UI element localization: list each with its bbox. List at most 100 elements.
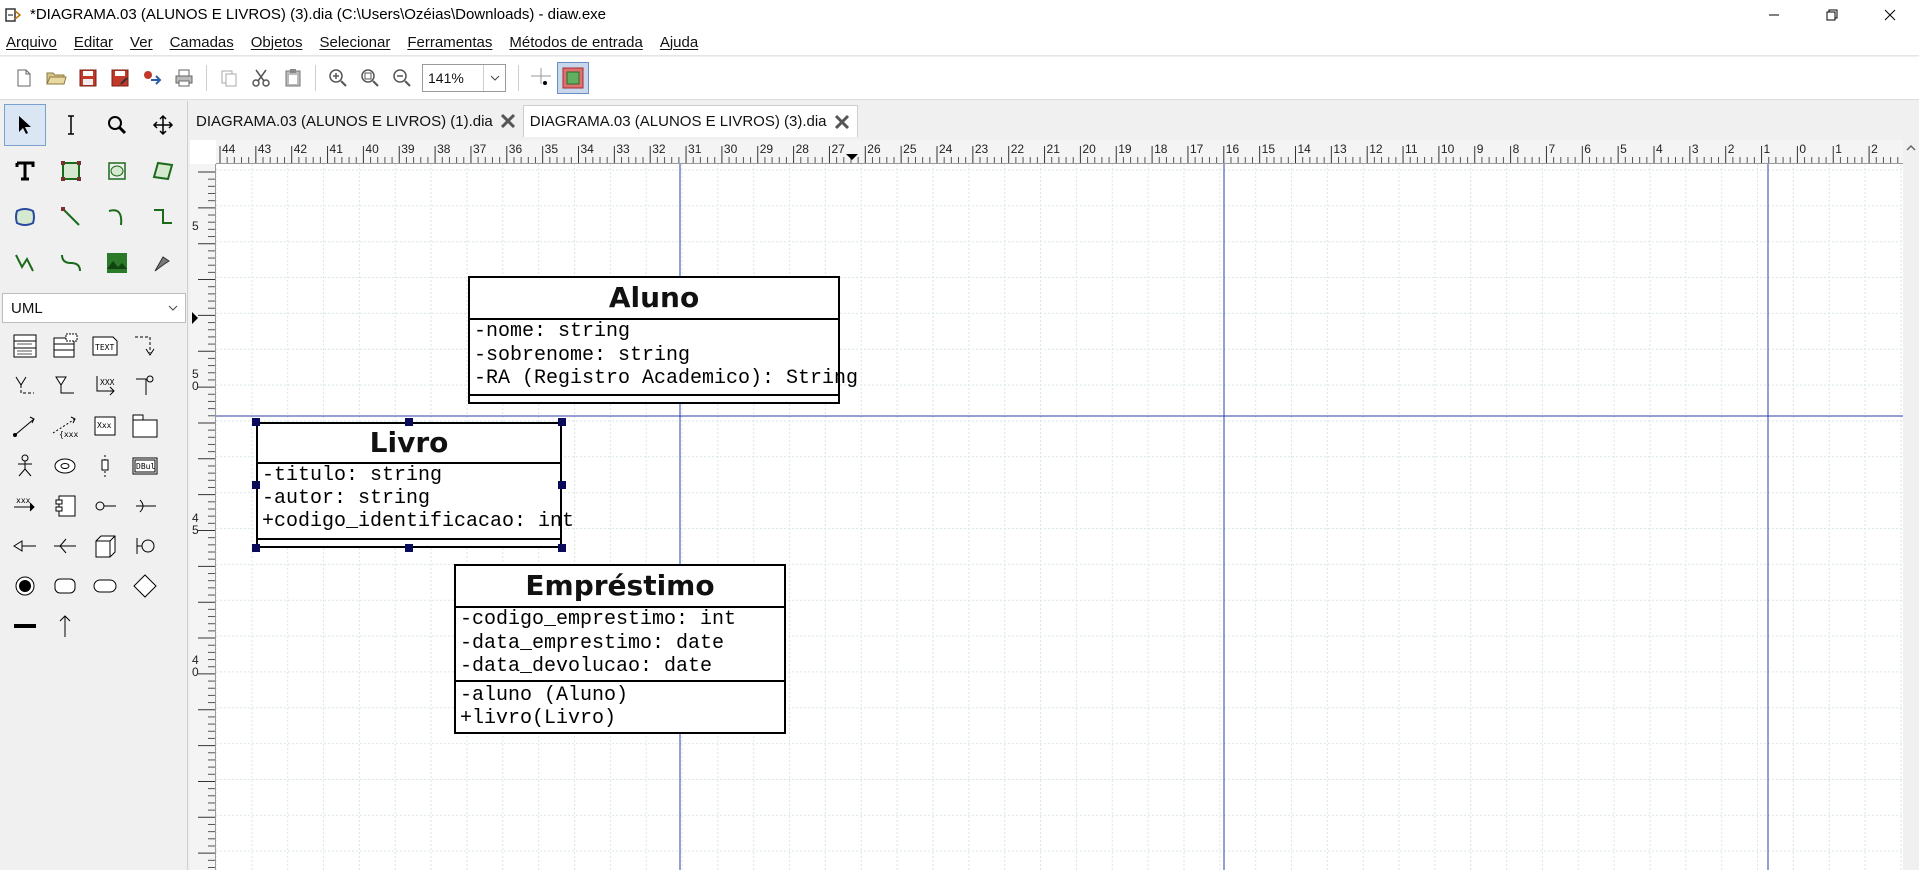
selection-handle[interactable]: [558, 544, 566, 552]
uml-constraint-shape[interactable]: [6, 407, 44, 445]
selection-handle[interactable]: [405, 544, 413, 552]
print-button[interactable]: [168, 62, 200, 94]
menu-selecionar[interactable]: Selecionar: [319, 33, 391, 51]
selection-handle[interactable]: [252, 418, 260, 426]
zoom-dropdown[interactable]: [483, 65, 505, 91]
scroll-tool[interactable]: [142, 104, 184, 146]
uml-fork-shape[interactable]: [6, 607, 44, 645]
copy-button[interactable]: [213, 62, 245, 94]
uml-class-livro[interactable]: Livro -titulo: string -autor: string +co…: [256, 422, 574, 548]
uml-association-shape[interactable]: XXX: [86, 367, 124, 405]
magnify-tool[interactable]: [96, 104, 138, 146]
zoom-combo[interactable]: 141%: [422, 64, 506, 92]
new-button[interactable]: [8, 62, 40, 94]
tab-diagrama-3[interactable]: DIAGRAMA.03 (ALUNOS E LIVROS) (3).dia: [522, 105, 858, 137]
zoom-in-button[interactable]: [322, 62, 354, 94]
selection-handle[interactable]: [252, 544, 260, 552]
restore-button[interactable]: [1803, 0, 1861, 29]
tab-diagrama-1[interactable]: DIAGRAMA.03 (ALUNOS E LIVROS) (1).dia: [190, 105, 523, 137]
uml-lifeline-shape[interactable]: [86, 447, 124, 485]
uml-required-interface-shape[interactable]: [126, 487, 164, 525]
uml-realizes-shape[interactable]: [6, 367, 44, 405]
sheet-dropdown[interactable]: [161, 305, 185, 311]
menu-objetos[interactable]: Objetos: [250, 33, 303, 51]
ruler-label: 20: [1082, 142, 1096, 156]
polygon-tool[interactable]: [142, 150, 184, 192]
arc-tool[interactable]: [96, 196, 138, 238]
close-button[interactable]: [1861, 0, 1919, 29]
selection-handle[interactable]: [558, 418, 566, 426]
outline-tool[interactable]: [142, 242, 184, 284]
toolbar-separator: [518, 65, 519, 91]
uml-message-shape[interactable]: xxx: [6, 487, 44, 525]
minimize-button[interactable]: [1745, 0, 1803, 29]
uml-actor-shape[interactable]: [6, 447, 44, 485]
text-tool[interactable]: [4, 150, 46, 192]
zigzag-line-icon: [154, 209, 172, 224]
menu-ferramentas[interactable]: Ferramentas: [407, 33, 493, 51]
modify-tool[interactable]: [4, 104, 46, 146]
selection-handle[interactable]: [252, 481, 260, 489]
uml-activity-shape[interactable]: [86, 567, 124, 605]
uml-generalization-shape[interactable]: [46, 367, 84, 405]
image-tool[interactable]: [96, 242, 138, 284]
zigzag-tool[interactable]: [142, 196, 184, 238]
uml-class-shape[interactable]: [6, 327, 44, 365]
uml-class-aluno[interactable]: Aluno -nome: string -sobrenome: string -…: [468, 276, 858, 404]
uml-message-object-shape[interactable]: DBul: [126, 447, 164, 485]
line-tool[interactable]: [50, 196, 92, 238]
zoom-value[interactable]: 141%: [428, 70, 464, 86]
diagram-canvas[interactable]: Aluno -nome: string -sobrenome: string -…: [216, 164, 1903, 870]
uml-usecase-shape[interactable]: [46, 447, 84, 485]
polyline-tool[interactable]: [4, 242, 46, 284]
tab-close-button[interactable]: [833, 113, 851, 131]
save-as-button[interactable]: [104, 62, 136, 94]
menu-camadas[interactable]: Camadas: [169, 33, 234, 51]
uml-state-shape[interactable]: [46, 567, 84, 605]
sheet-selector[interactable]: UML: [2, 293, 186, 323]
zoom-out-button[interactable]: [386, 62, 418, 94]
uml-port-shape[interactable]: [46, 527, 84, 565]
selection-handle[interactable]: [558, 481, 566, 489]
open-button[interactable]: [40, 62, 72, 94]
selection-handle[interactable]: [405, 418, 413, 426]
ellipse-tool[interactable]: [96, 150, 138, 192]
uml-note-shape[interactable]: TEXT: [86, 327, 124, 365]
uml-class-emprestimo[interactable]: Empréstimo -codigo_emprestimo: int -data…: [454, 564, 786, 734]
uml-component-shape[interactable]: [46, 487, 84, 525]
tab-close-button[interactable]: [499, 112, 517, 130]
uml-small-package-shape[interactable]: {xxx}: [46, 407, 84, 445]
uml-interface-shape[interactable]: [86, 487, 124, 525]
uml-large-package-shape[interactable]: [126, 407, 164, 445]
menu-arquivo[interactable]: Arquivo: [6, 33, 57, 51]
uml-object-shape[interactable]: Xxx: [86, 407, 124, 445]
uml-node-shape[interactable]: [86, 527, 124, 565]
uml-implements-shape[interactable]: [126, 367, 164, 405]
beziergon-tool[interactable]: [4, 196, 46, 238]
bezierline-tool[interactable]: [50, 242, 92, 284]
uml-classicon-shape[interactable]: [126, 527, 164, 565]
export-button[interactable]: [136, 62, 168, 94]
text-edit-tool[interactable]: [50, 104, 92, 146]
zoom-fit-button[interactable]: [354, 62, 386, 94]
menu-ver[interactable]: Ver: [130, 33, 153, 51]
menu-metodos-de-entrada[interactable]: Métodos de entrada: [509, 33, 643, 51]
uml-template-class-shape[interactable]: [46, 327, 84, 365]
uml-dependency-shape[interactable]: [126, 327, 164, 365]
uml-state-term-shape[interactable]: [6, 567, 44, 605]
menu-ajuda[interactable]: Ajuda: [659, 33, 699, 51]
vertical-scrollbar[interactable]: [1903, 140, 1919, 870]
ruler-label: 44: [222, 142, 236, 156]
interface-lollipop-icon: [95, 501, 116, 511]
uml-branch-shape[interactable]: [126, 567, 164, 605]
uml-transition-shape[interactable]: [46, 607, 84, 645]
box-tool[interactable]: [50, 150, 92, 192]
menu-editar[interactable]: Editar: [73, 33, 114, 51]
paste-button[interactable]: [277, 62, 309, 94]
sheet-value[interactable]: UML: [11, 299, 43, 317]
save-button[interactable]: [72, 62, 104, 94]
cut-button[interactable]: [245, 62, 277, 94]
snap-to-objects-button[interactable]: [557, 62, 589, 94]
snap-to-grid-button[interactable]: [525, 62, 557, 94]
uml-provided-interface-shape[interactable]: [6, 527, 44, 565]
